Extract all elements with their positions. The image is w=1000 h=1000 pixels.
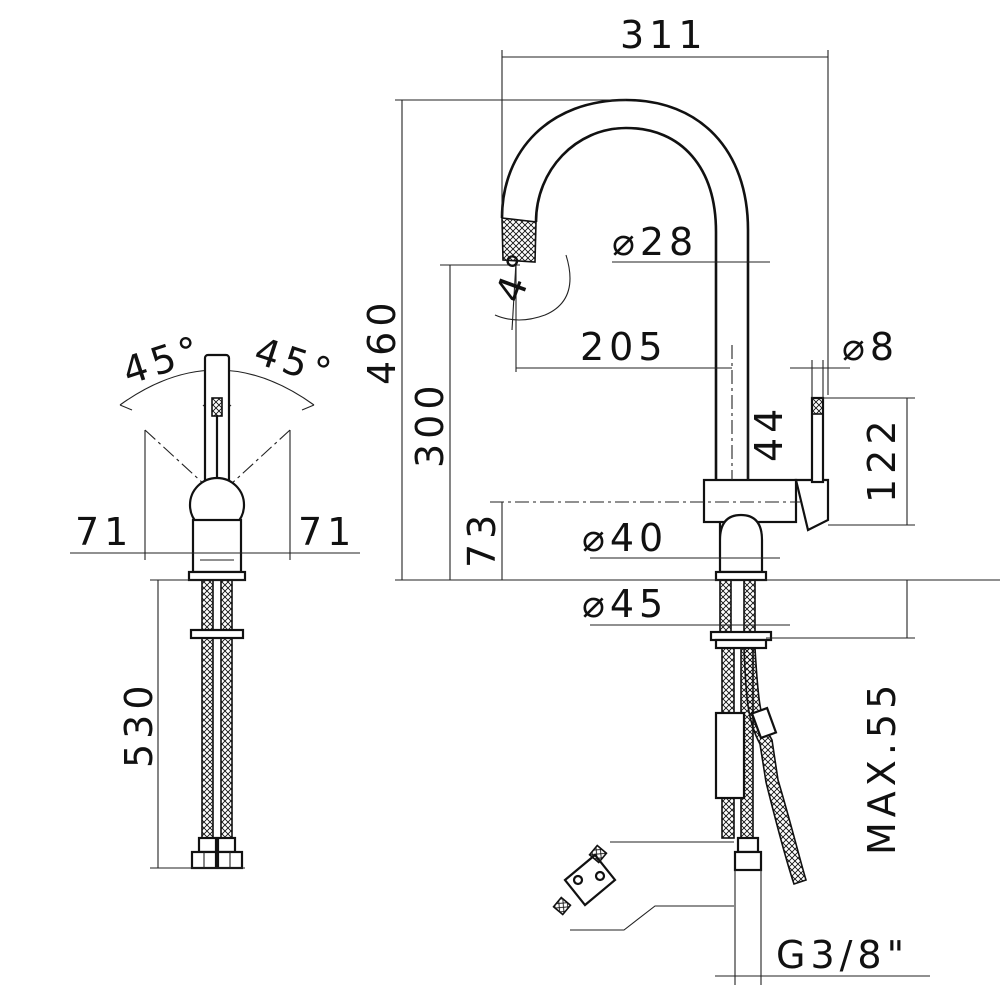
dim-clearance-right: 71 — [298, 510, 356, 554]
handle-left-position — [144, 429, 206, 486]
dim-spout-angle: 4° — [487, 243, 547, 308]
dim-base-diameter: ⌀45 — [582, 582, 668, 626]
angle-arc — [494, 254, 571, 321]
front-hose-left — [201, 637, 214, 839]
hose-weight — [714, 711, 746, 800]
dim-handle-diameter: ⌀8 — [842, 325, 899, 369]
dim-max-deck-thickness: MAX.55 — [860, 680, 904, 855]
dim-width-total: 311 — [620, 13, 708, 57]
front-base — [187, 570, 247, 582]
aerator-tip — [501, 217, 537, 263]
exploded-fitting — [552, 841, 734, 931]
lever-base — [794, 478, 830, 532]
spout-outer — [500, 98, 750, 480]
hose-connector — [750, 706, 778, 740]
bottom-connector — [733, 850, 763, 872]
front-view — [70, 353, 360, 870]
front-hose-right-upper — [220, 579, 233, 631]
dim-handle-height: 122 — [860, 415, 904, 503]
front-hose-right — [220, 637, 233, 839]
dim-connection-thread: G3/8" — [776, 933, 909, 977]
dim-body-diameter: ⌀40 — [582, 516, 668, 560]
front-hose-left-upper — [201, 579, 214, 631]
dim-body-height: 73 — [460, 510, 504, 568]
dim-spout-diameter: ⌀28 — [612, 220, 698, 264]
mount-plate — [709, 630, 773, 642]
spout-inner — [534, 126, 718, 480]
dim-spout-height: 300 — [408, 380, 452, 468]
hose-right-upper — [743, 579, 756, 633]
base-flange — [714, 570, 768, 582]
body-block — [702, 478, 798, 524]
handle-right-position — [229, 429, 291, 486]
dim-rotation-left: 45° — [117, 326, 209, 393]
front-mount-plate — [189, 628, 245, 640]
dim-rotation-right: 45° — [249, 329, 341, 396]
lever-tip — [811, 397, 824, 415]
hose-left-upper — [719, 579, 732, 633]
dim-clearance-left: 71 — [75, 510, 133, 554]
dim-body-offset: 44 — [747, 404, 791, 462]
dim-spout-reach: 205 — [580, 325, 668, 369]
dim-height-total: 460 — [360, 297, 404, 385]
dim-hose-length: 530 — [117, 680, 161, 768]
side-view — [395, 50, 1000, 985]
front-body-column — [191, 518, 243, 574]
front-handle-tip — [211, 397, 223, 417]
body-column — [718, 513, 764, 574]
